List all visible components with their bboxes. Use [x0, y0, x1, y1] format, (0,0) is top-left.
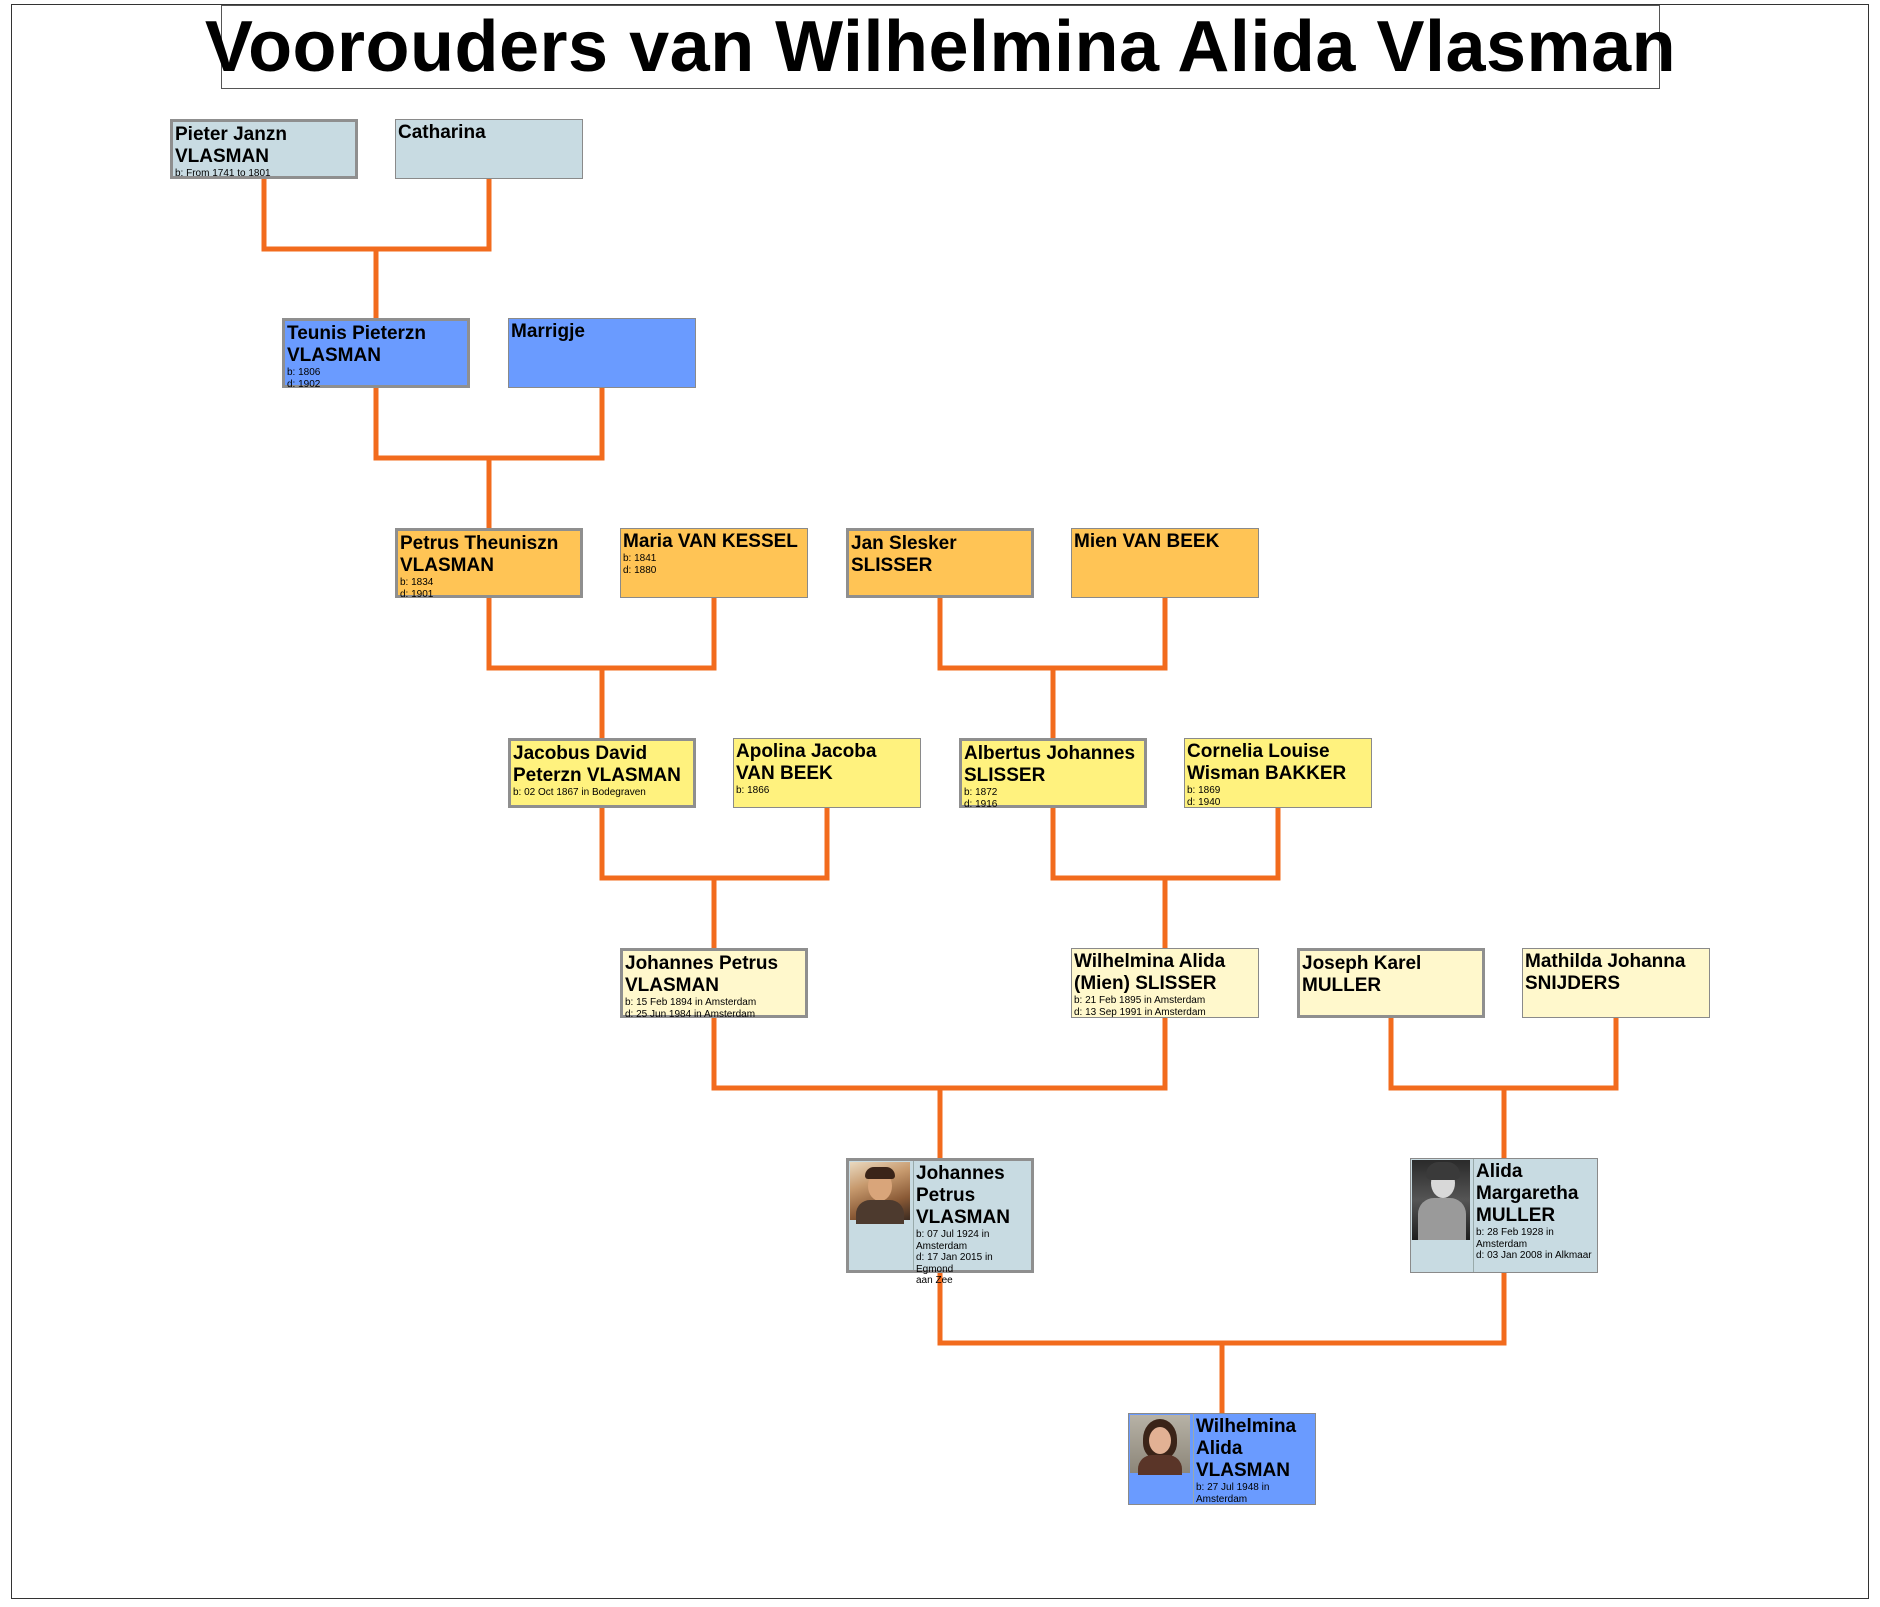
person-name: Pieter Janzn VLASMAN	[175, 124, 287, 167]
person-dates: b: 1806 d: 1902	[287, 367, 321, 390]
person-petrus-theuniszn-vlasman[interactable]: Petrus Theuniszn VLASMAN b: 1834 d: 1901	[395, 528, 583, 600]
title-box: Voorouders van Wilhelmina Alida Vlasman	[205, 5, 1676, 89]
person-name: Cornelia Louise Wisman BAKKER	[1187, 741, 1347, 784]
person-mathilda-johanna-snijders[interactable]: Mathilda Johanna SNIJDERS	[1522, 948, 1710, 1018]
person-dates: b: 27 Jul 1948 in Amsterdam	[1196, 1482, 1270, 1505]
portrait-photo-alida	[1412, 1160, 1470, 1240]
person-pieter-janzn-vlasman[interactable]: Pieter Janzn VLASMAN b: From 1741 to 180…	[170, 119, 358, 179]
person-name: Albertus Johannes SLISSER	[964, 743, 1136, 786]
person-jacobus-david-peterzn-vlasman[interactable]: Jacobus David Peterzn VLASMAN b: 02 Oct …	[508, 738, 696, 808]
parent-child-connector	[373, 385, 605, 531]
person-dates: b: 1834 d: 1901	[400, 577, 434, 600]
person-name: Joseph Karel MULLER	[1302, 953, 1422, 996]
person-wilhelmina-alida-vlasman[interactable]: Wilhelmina Alida VLASMAN b: 27 Jul 1948 …	[1128, 1413, 1316, 1505]
person-catharina[interactable]: Catharina	[395, 119, 583, 179]
parent-child-connector	[486, 595, 717, 741]
person-mien-van-beek[interactable]: Mien VAN BEEK	[1071, 528, 1259, 598]
person-name: Johannes Petrus VLASMAN	[625, 953, 779, 996]
person-name: Mien VAN BEEK	[1074, 531, 1220, 552]
person-name: Marrigje	[511, 321, 585, 342]
person-name: Johannes Petrus VLASMAN	[916, 1163, 1010, 1228]
person-name: Mathilda Johanna SNIJDERS	[1525, 951, 1686, 994]
parent-child-connector	[937, 1270, 1507, 1416]
person-albertus-johannes-slisser[interactable]: Albertus Johannes SLISSER b: 1872 d: 191…	[959, 738, 1147, 810]
chart-frame	[11, 4, 1869, 1599]
parent-child-connector	[1388, 1015, 1619, 1161]
parent-child-connector	[1050, 805, 1281, 951]
person-dates: b: 15 Feb 1894 in Amsterdam d: 25 Jun 19…	[625, 997, 757, 1020]
person-dates: b: 1841 d: 1880	[623, 553, 657, 576]
person-name: Jan Slesker SLISSER	[851, 533, 957, 576]
person-maria-van-kessel[interactable]: Maria VAN KESSEL b: 1841 d: 1880	[620, 528, 808, 598]
person-johannes-petrus-vlasman-1924[interactable]: Johannes Petrus VLASMAN b: 07 Jul 1924 i…	[846, 1158, 1034, 1286]
person-dates: b: 1866	[736, 785, 770, 796]
person-dates: b: 07 Jul 1924 in Amsterdam d: 17 Jan 20…	[916, 1229, 993, 1286]
person-jan-slesker-slisser[interactable]: Jan Slesker SLISSER	[846, 528, 1034, 598]
person-dates: b: 1872 d: 1916	[964, 787, 998, 810]
person-name: Catharina	[398, 122, 486, 143]
person-name: Petrus Theuniszn VLASMAN	[400, 533, 559, 576]
person-dates: b: 02 Oct 1867 in Bodegraven	[513, 787, 646, 798]
person-wilhelmina-alida-mien-slisser[interactable]: Wilhelmina Alida (Mien) SLISSER b: 21 Fe…	[1071, 948, 1259, 1018]
person-dates: b: 28 Feb 1928 in Amsterdam d: 03 Jan 20…	[1476, 1227, 1592, 1261]
person-dates: b: From 1741 to 1801	[175, 168, 271, 179]
portrait-photo-johannes	[850, 1162, 910, 1224]
person-name: Jacobus David Peterzn VLASMAN	[513, 743, 681, 786]
person-name: Apolina Jacoba VAN BEEK	[736, 741, 877, 784]
person-marrigje[interactable]: Marrigje	[508, 318, 696, 388]
parent-child-connector	[599, 805, 830, 951]
person-cornelia-louise-wisman-bakker[interactable]: Cornelia Louise Wisman BAKKER b: 1869 d:…	[1184, 738, 1372, 808]
person-name: Wilhelmina Alida VLASMAN	[1196, 1416, 1297, 1481]
person-dates: b: 21 Feb 1895 in Amsterdam d: 13 Sep 19…	[1074, 995, 1206, 1018]
parent-child-connector	[937, 595, 1168, 741]
chart-title: Voorouders van Wilhelmina Alida Vlasman	[204, 7, 1677, 87]
person-name: Teunis Pieterzn VLASMAN	[287, 323, 427, 366]
person-apolina-jacoba-van-beek[interactable]: Apolina Jacoba VAN BEEK b: 1866	[733, 738, 921, 808]
person-teunis-pieterzn-vlasman[interactable]: Teunis Pieterzn VLASMAN b: 1806 d: 1902	[282, 318, 470, 390]
person-name: Wilhelmina Alida (Mien) SLISSER	[1074, 951, 1226, 994]
person-name: Maria VAN KESSEL	[623, 531, 798, 552]
person-johannes-petrus-vlasman-1894[interactable]: Johannes Petrus VLASMAN b: 15 Feb 1894 i…	[620, 948, 808, 1020]
person-alida-margaretha-muller[interactable]: Alida Margaretha MULLER b: 28 Feb 1928 i…	[1410, 1158, 1598, 1273]
person-name: Alida Margaretha MULLER	[1476, 1161, 1579, 1226]
parent-child-connector	[711, 1015, 1168, 1161]
parent-child-connector	[261, 176, 492, 321]
portrait-photo-wilhelmina	[1130, 1415, 1190, 1475]
person-joseph-karel-muller[interactable]: Joseph Karel MULLER	[1297, 948, 1485, 1018]
person-dates: b: 1869 d: 1940	[1187, 785, 1221, 808]
